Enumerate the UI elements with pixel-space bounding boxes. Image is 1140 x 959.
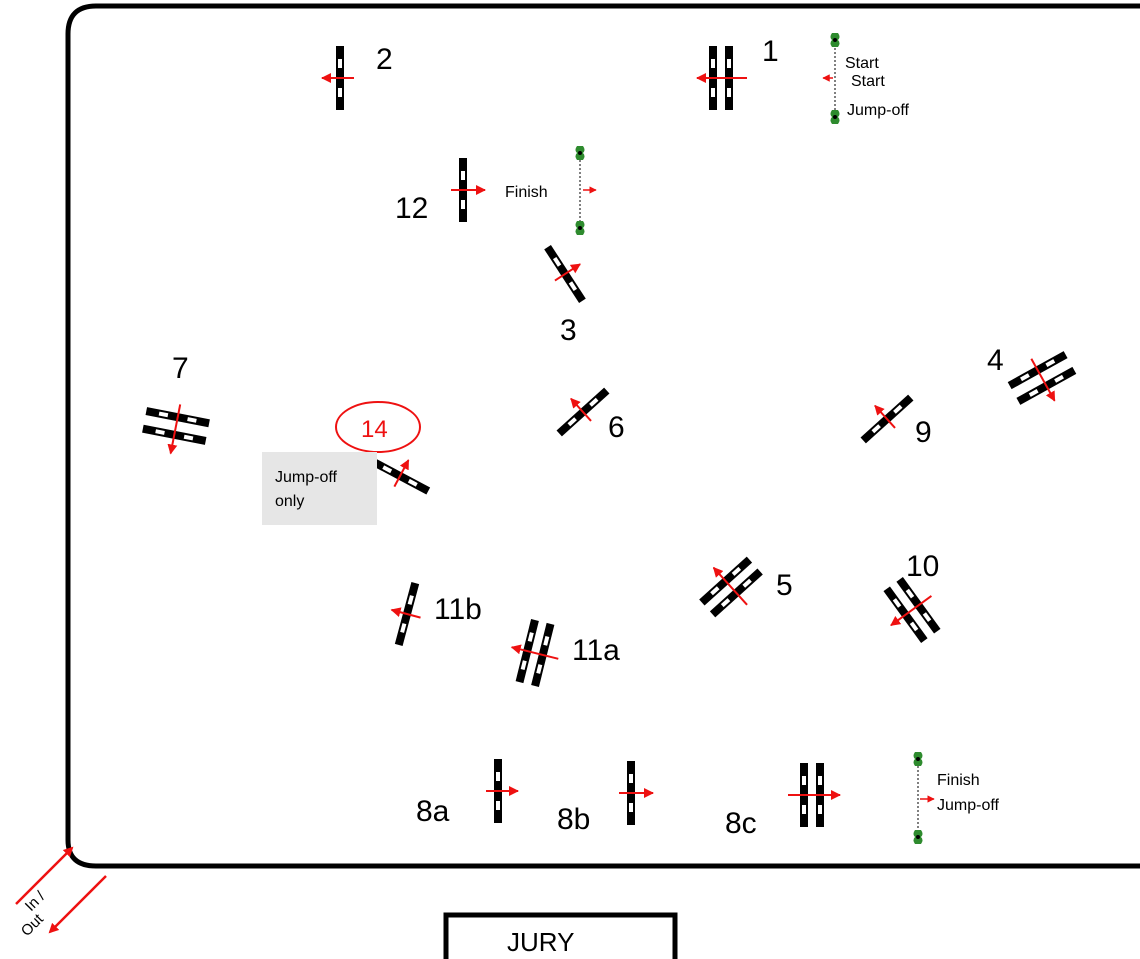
finish-jumpoff-label: Finish — [937, 772, 980, 789]
fence-label-10: 10 — [906, 550, 939, 583]
finish-label: Finish — [505, 184, 548, 201]
start-label-2: Start — [851, 73, 885, 90]
fence-label-5: 5 — [776, 569, 793, 602]
fence-label-2: 2 — [376, 43, 393, 76]
entrance-arrow-out — [48, 875, 107, 934]
fence-11a — [510, 619, 559, 687]
fence-10 — [883, 577, 941, 643]
fence-7 — [142, 404, 210, 455]
finish-flag-bottom — [575, 221, 585, 235]
fence-6 — [556, 387, 610, 437]
fence-8b — [619, 761, 654, 825]
direction-arrow — [554, 263, 581, 282]
fence-label-8a: 8a — [416, 795, 450, 828]
fence-label-9: 9 — [915, 416, 932, 449]
start-line: Start Start Jump-off — [822, 33, 910, 124]
jury-box — [443, 912, 678, 959]
jury-label: JURY — [507, 927, 574, 957]
fence-12 — [451, 158, 486, 222]
direction-arrow — [570, 397, 592, 422]
fence-label-1: 1 — [762, 35, 779, 68]
fence-14 — [369, 457, 431, 495]
fence-1 — [696, 46, 747, 110]
fence-8c — [788, 763, 841, 827]
start-label: Start — [845, 55, 879, 72]
entrance-in-out: In / Out — [15, 846, 107, 940]
direction-arrow — [393, 459, 410, 488]
fence-11b — [390, 582, 421, 646]
fence-5 — [699, 556, 763, 618]
finish-jumpoff-flag-top — [913, 752, 923, 766]
start-flag-top — [830, 33, 840, 47]
entrance-arrow-in — [15, 846, 74, 905]
finish-jumpoff-label-2: Jump-off — [937, 797, 1000, 814]
start-jumpoff-label: Jump-off — [847, 102, 910, 119]
fence-label-3: 3 — [560, 314, 577, 347]
entrance-label-in: In / — [22, 887, 49, 914]
fence-2 — [321, 46, 354, 110]
fence-label-12: 12 — [395, 192, 428, 225]
fence-label-11b: 11b — [434, 593, 482, 626]
start-flag-bottom — [830, 110, 840, 124]
entrance-label-out: Out — [18, 910, 48, 940]
finish-jumpoff-line: Finish Jump-off — [913, 752, 1000, 844]
fence-label-11a: 11a — [572, 634, 620, 667]
fence-14-highlight — [335, 401, 421, 453]
fence-4 — [1007, 351, 1077, 405]
direction-arrow — [874, 404, 896, 429]
finish-jumpoff-flag-bottom — [913, 830, 923, 844]
fence-label-7: 7 — [172, 352, 189, 385]
finish-line: Finish — [505, 146, 597, 235]
fence-label-8b: 8b — [557, 803, 590, 836]
finish-flag-top — [575, 146, 585, 160]
jumpoff-note-line-1: Jump-off — [275, 469, 338, 486]
fence-label-4: 4 — [987, 344, 1004, 377]
jumpoff-note-box — [262, 452, 377, 525]
fence-label-8c: 8c — [725, 807, 757, 840]
fence-9 — [860, 394, 914, 444]
jumpoff-note-line-2: only — [275, 493, 304, 510]
direction-arrow — [510, 644, 559, 660]
fence-8a — [486, 759, 519, 823]
direction-arrow — [890, 595, 933, 627]
direction-arrow — [1030, 358, 1056, 402]
fence-3 — [544, 244, 586, 304]
arena-border — [65, 3, 1140, 869]
fence-label-6: 6 — [608, 411, 625, 444]
fence-label-14: 14 — [361, 416, 388, 443]
direction-arrow — [712, 566, 748, 606]
direction-arrow — [167, 404, 182, 455]
direction-arrow — [390, 607, 421, 619]
